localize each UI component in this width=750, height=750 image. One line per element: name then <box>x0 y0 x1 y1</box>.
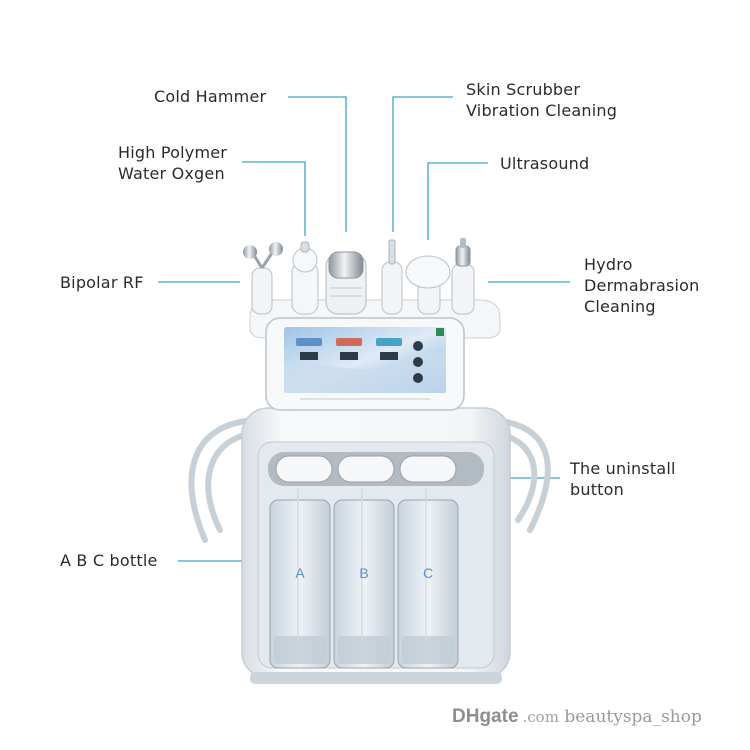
watermark-domain: .com <box>522 708 559 726</box>
high-polymer-handpiece <box>291 241 319 315</box>
leader-line-ultrasound <box>427 162 488 240</box>
ultrasound-handpiece <box>405 255 451 315</box>
bottle-c <box>397 499 459 669</box>
bottle-b <box>333 499 395 669</box>
skin-scrubber-handpiece <box>381 239 403 315</box>
label-high-polymer: High Polymer Water Oxgen <box>118 143 228 183</box>
cold-hammer-handpiece <box>325 251 367 315</box>
leader-line-high-polymer <box>242 161 306 236</box>
watermark-shop-name: beautyspa_shop <box>564 707 702 727</box>
bottle-letter-c: C <box>423 565 433 581</box>
uninstall-buttons <box>268 452 484 486</box>
bottle-a <box>269 499 331 669</box>
label-abc-bottle: A B C bottle <box>60 551 158 570</box>
bottle-letter-b: B <box>359 565 368 581</box>
label-ultrasound: Ultrasound <box>500 154 590 173</box>
label-hydro-dermabrasion: Hydro Dermabrasion Cleaning <box>584 255 700 316</box>
uninstall-button-c <box>399 455 457 483</box>
label-bipolar-rf: Bipolar RF <box>60 273 144 292</box>
dhgate-logo: DHgate <box>452 706 519 727</box>
leader-line-cold-hammer <box>288 96 347 232</box>
watermark: DHgate.com beautyspa_shop <box>452 706 702 728</box>
hydro-dermabrasion-handpiece <box>451 238 475 315</box>
leader-line-skin-scrubber <box>392 96 453 232</box>
label-uninstall-button: The uninstall button <box>570 459 676 499</box>
bipolar-rf-handpiece <box>243 242 283 315</box>
uninstall-button-a <box>275 455 333 483</box>
label-skin-scrubber: Skin Scrubber Vibration Cleaning <box>466 80 618 120</box>
bottle-letter-a: A <box>295 565 305 581</box>
label-cold-hammer: Cold Hammer <box>154 87 267 106</box>
abc-bottles: A B C <box>269 488 459 669</box>
handpieces <box>243 238 475 315</box>
uninstall-button-b <box>337 455 395 483</box>
touch-screen <box>265 317 465 411</box>
